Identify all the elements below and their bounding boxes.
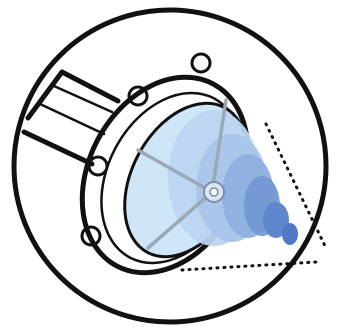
spray-nozzle-illustration	[0, 0, 340, 335]
